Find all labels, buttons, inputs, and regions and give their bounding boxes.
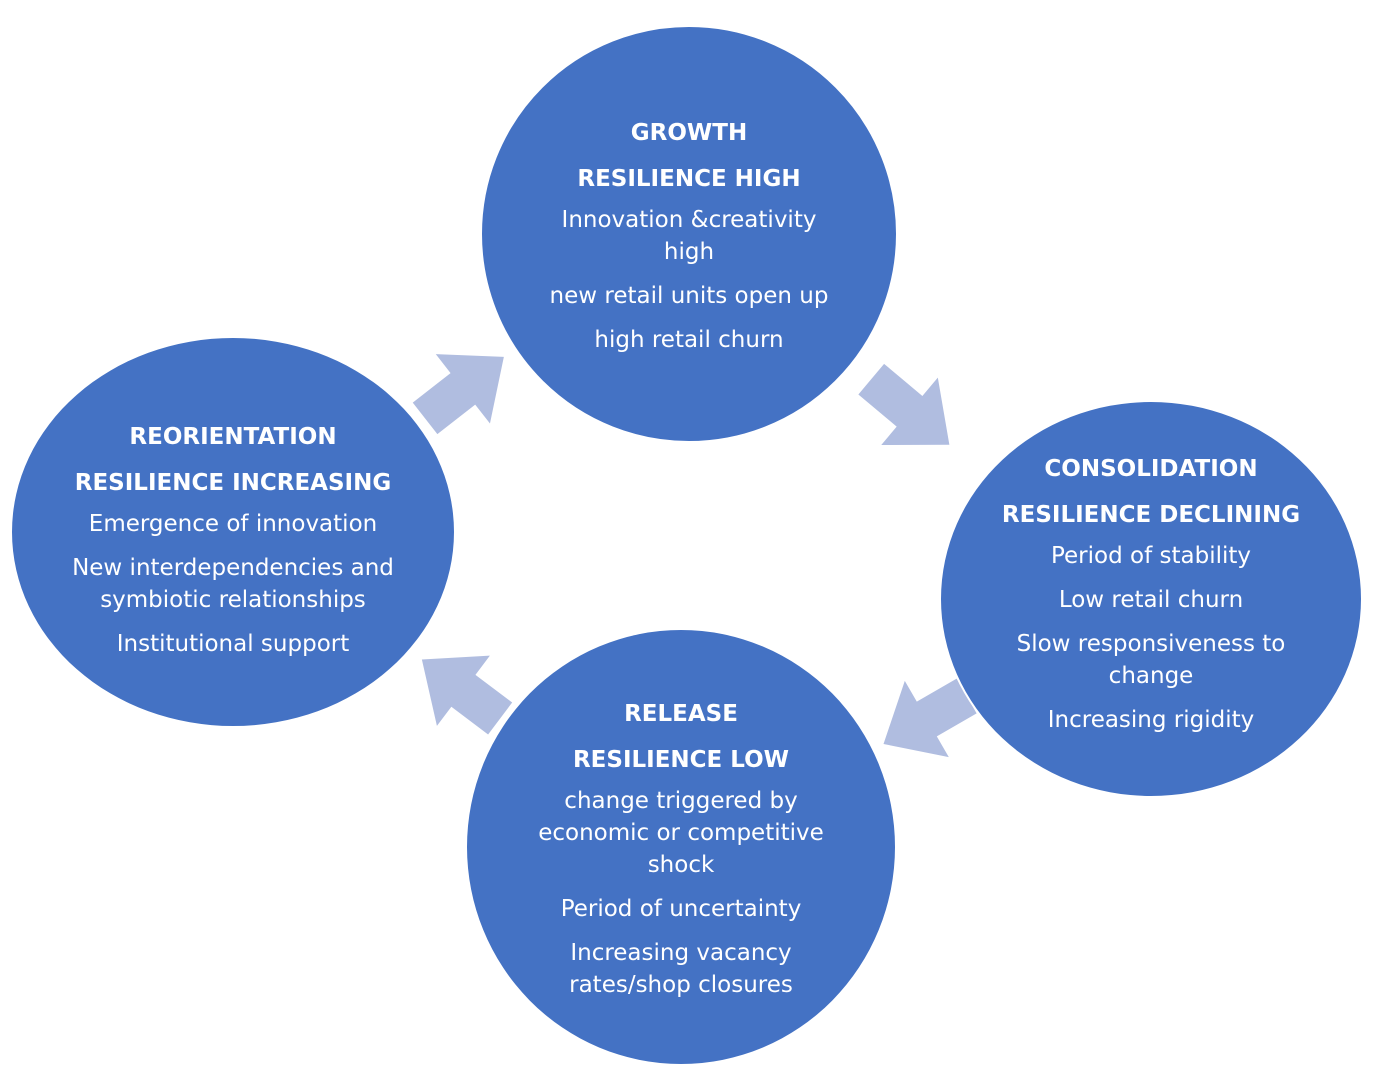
node-item: Increasing rigidity (1047, 707, 1255, 733)
node-growth: GROWTH RESILIENCE HIGH Innovation &creat… (480, 25, 898, 443)
node-item: new retail units open up (549, 283, 829, 309)
node-item: Period of stability (1050, 543, 1251, 569)
node-reorientation: REORIENTATION RESILIENCE INCREASING Emer… (10, 336, 456, 728)
arrow-consolidation-to-release (883, 678, 977, 758)
node-title: GROWTH (630, 120, 748, 146)
arrow-release-to-reorientation (421, 655, 513, 735)
node-item: New interdependencies and symbiotic rela… (72, 555, 394, 613)
node-item: change triggered by economic or competit… (538, 788, 824, 878)
node-release: RELEASE RESILIENCE LOW change triggered … (465, 628, 897, 1066)
arrow-growth-to-consolidation (858, 363, 950, 445)
node-item: Slow responsiveness to change (1016, 631, 1286, 689)
node-consolidation: CONSOLIDATION RESILIENCE DECLINING Perio… (939, 400, 1363, 798)
node-item: high retail churn (594, 327, 784, 353)
node-subtitle: RESILIENCE INCREASING (74, 470, 392, 496)
node-title: REORIENTATION (129, 424, 337, 450)
node-item: Low retail churn (1058, 587, 1244, 613)
node-title: CONSOLIDATION (1044, 456, 1258, 482)
node-subtitle: RESILIENCE HIGH (577, 166, 801, 192)
node-item: Period of uncertainty (560, 896, 802, 922)
node-item: Increasing vacancy rates/shop closures (569, 940, 793, 998)
arrow-reorientation-to-growth (412, 354, 504, 435)
node-item: Innovation &creativity high (561, 207, 817, 265)
node-subtitle: RESILIENCE DECLINING (1001, 502, 1301, 528)
node-title: RELEASE (624, 701, 738, 727)
node-item: Institutional support (116, 631, 350, 657)
node-subtitle: RESILIENCE LOW (572, 747, 790, 773)
node-item: Emergence of innovation (88, 511, 378, 537)
